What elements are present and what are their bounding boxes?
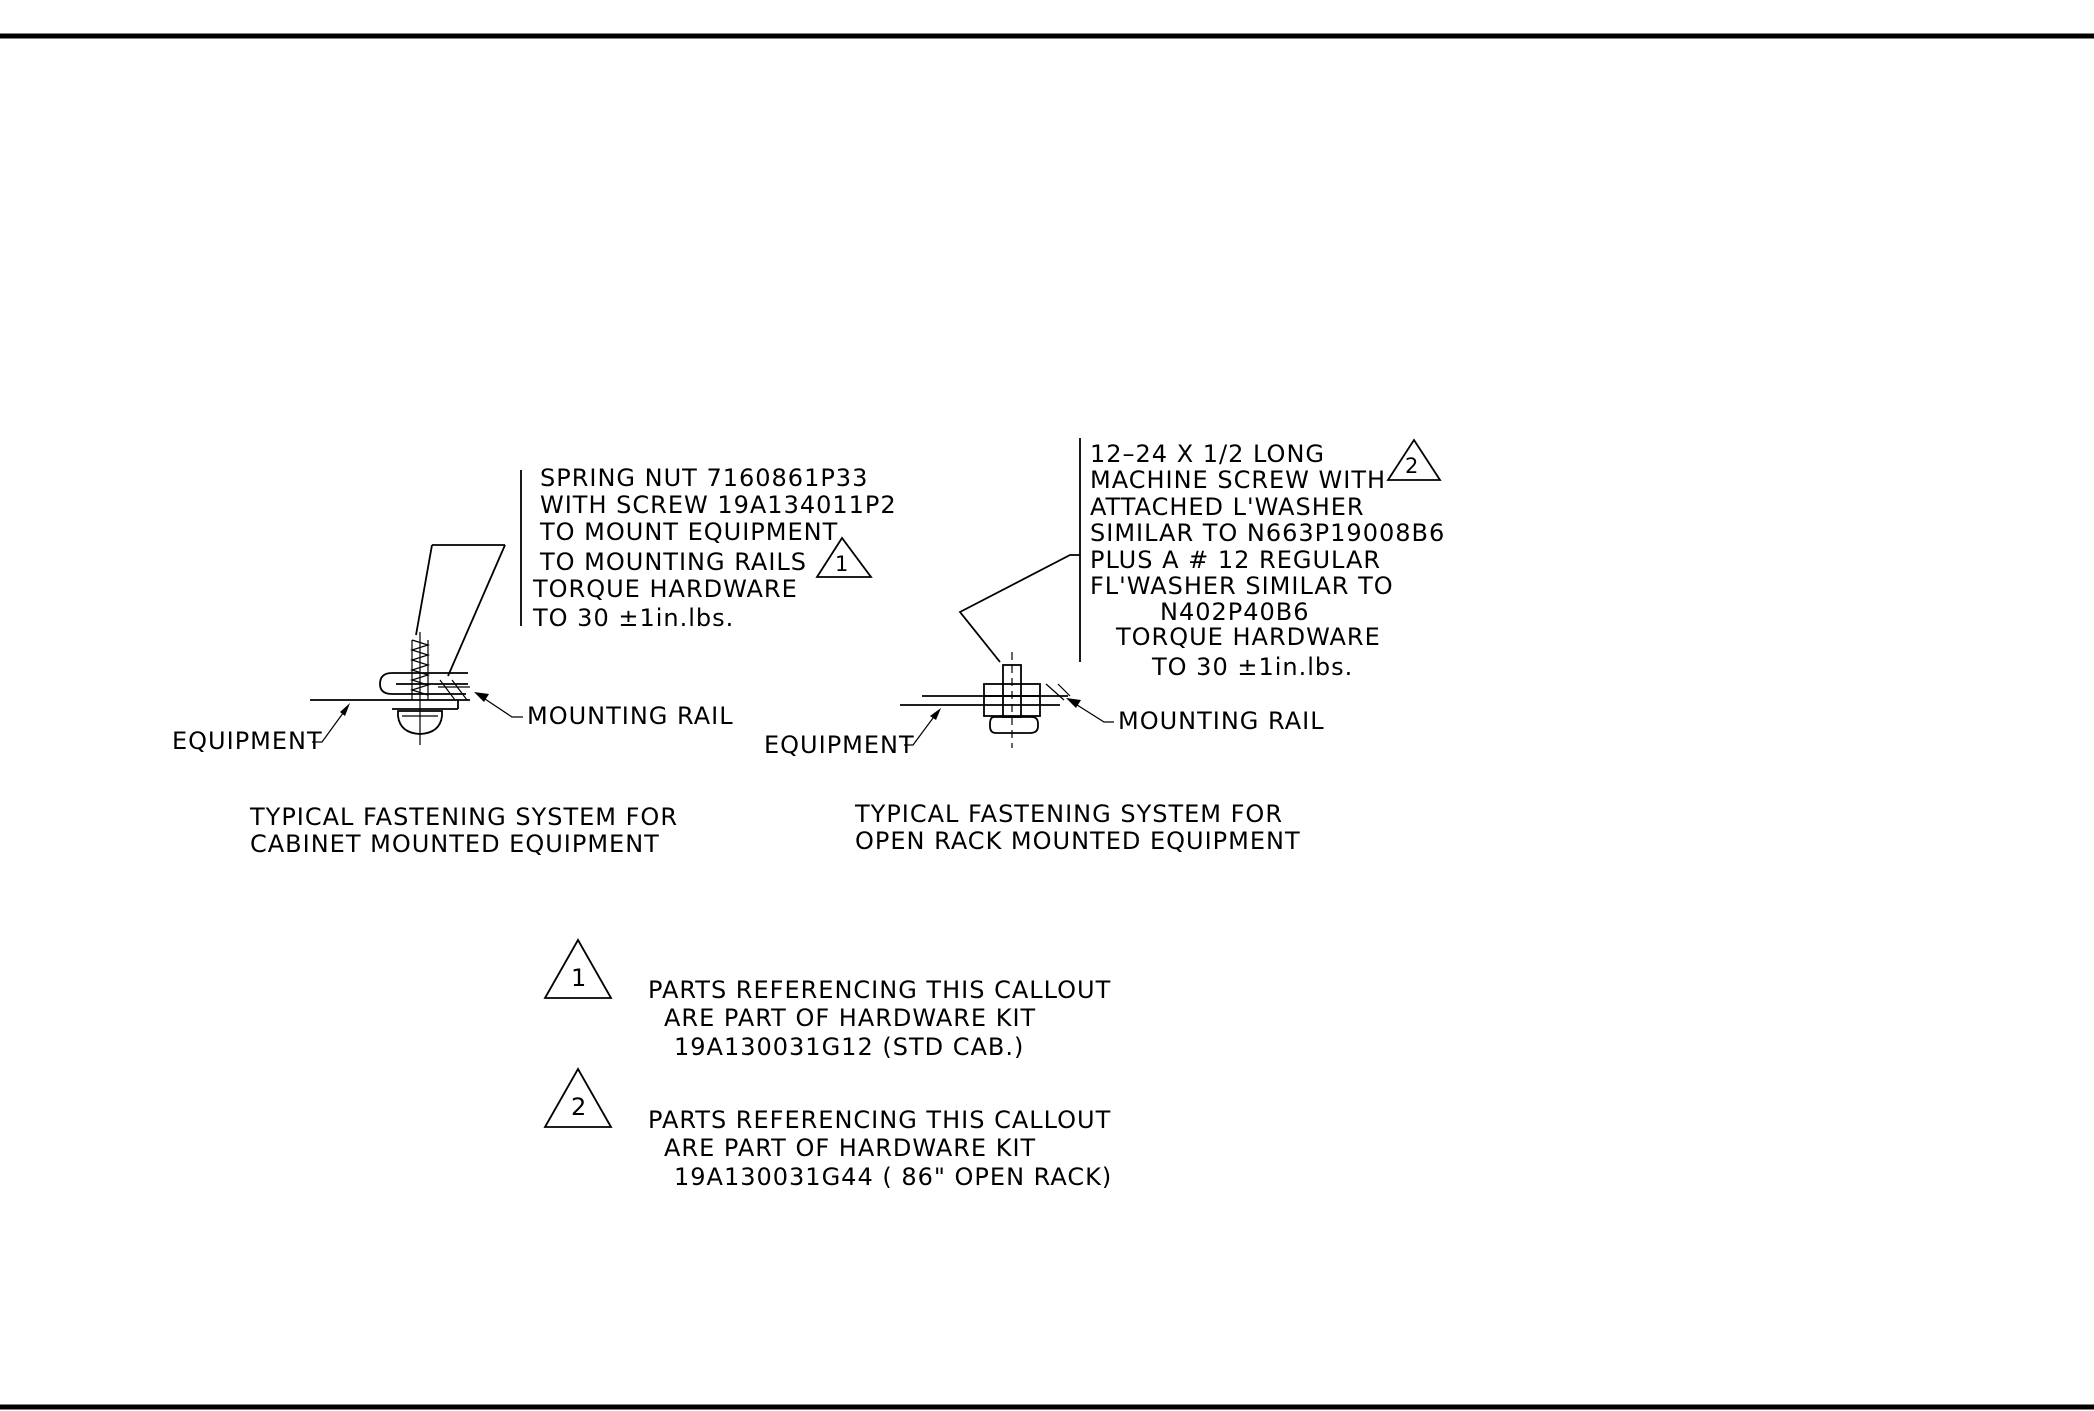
cabinet-callout-line-5: TORQUE HARDWARE xyxy=(532,575,798,603)
cabinet-leader-left xyxy=(415,544,433,636)
note-2: 2 PARTS REFERENCING THIS CALLOUT ARE PAR… xyxy=(543,1067,1112,1191)
open-rack-screw-head-icon xyxy=(989,716,1039,734)
note-1-line-2: ARE PART OF HARDWARE KIT xyxy=(664,1004,1036,1032)
note-2-line-2: ARE PART OF HARDWARE KIT xyxy=(664,1134,1036,1162)
open-rack-caption-line-2: OPEN RACK MOUNTED EQUIPMENT xyxy=(855,827,1301,855)
open-rack-callout-line-8: TORQUE HARDWARE xyxy=(1115,623,1381,651)
note-1: 1 PARTS REFERENCING THIS CALLOUT ARE PAR… xyxy=(543,938,1111,1061)
open-rack-washer-icon xyxy=(983,683,1071,717)
cabinet-callout-line-4: TO MOUNTING RAILS xyxy=(539,548,807,576)
cabinet-screw-head-icon xyxy=(397,710,443,735)
open-rack-callout-line-1: 12–24 X 1/2 LONG xyxy=(1090,440,1325,468)
cabinet-caption-line-2: CABINET MOUNTED EQUIPMENT xyxy=(250,830,660,858)
open-rack-revision-number: 2 xyxy=(1405,454,1419,478)
note-2-line-3: 19A130031G44 ( 86" OPEN RACK) xyxy=(674,1163,1112,1191)
open-rack-rail-label: MOUNTING RAIL xyxy=(1118,707,1325,735)
cabinet-leader-right xyxy=(447,544,506,677)
open-rack-leader xyxy=(958,554,1080,663)
open-rack-equipment-label: EQUIPMENT xyxy=(764,731,915,759)
cabinet-detail: SPRING NUT 7160861P33 WITH SCREW 19A1340… xyxy=(172,464,897,858)
cabinet-caption-line-1: TYPICAL FASTENING SYSTEM FOR xyxy=(249,803,678,831)
cabinet-revision-number: 1 xyxy=(835,552,849,576)
open-rack-callout-line-5: PLUS A # 12 REGULAR xyxy=(1090,546,1381,574)
note-1-line-1: PARTS REFERENCING THIS CALLOUT xyxy=(648,976,1111,1004)
cabinet-callout-text: SPRING NUT 7160861P33 WITH SCREW 19A1340… xyxy=(532,464,897,632)
open-rack-revision-triangle: 2 xyxy=(1386,438,1442,481)
note-1-triangle-icon: 1 xyxy=(543,938,613,999)
cabinet-spring-nut-icon xyxy=(379,672,470,701)
cabinet-callout-line-2: WITH SCREW 19A134011P2 xyxy=(540,491,897,519)
note-2-line-1: PARTS REFERENCING THIS CALLOUT xyxy=(648,1106,1111,1134)
note-2-triangle-icon: 2 xyxy=(543,1067,613,1128)
note-1-line-3: 19A130031G12 (STD CAB.) xyxy=(674,1033,1024,1061)
open-rack-callout-text: 12–24 X 1/2 LONG MACHINE SCREW WITH ATTA… xyxy=(1090,440,1445,681)
cabinet-rail-label: MOUNTING RAIL xyxy=(527,702,734,730)
open-rack-callout-line-6: FL'WASHER SIMILAR TO xyxy=(1090,572,1394,600)
open-rack-caption-line-1: TYPICAL FASTENING SYSTEM FOR xyxy=(854,800,1283,828)
open-rack-callout-line-7: N402P40B6 xyxy=(1160,598,1310,626)
cabinet-callout-line-6: TO 30 ±1in.lbs. xyxy=(532,604,734,632)
open-rack-rail-leader xyxy=(1073,702,1114,723)
cabinet-callout-line-1: SPRING NUT 7160861P33 xyxy=(540,464,868,492)
cabinet-callout-line-3: TO MOUNT EQUIPMENT xyxy=(539,518,838,546)
cabinet-equipment-label: EQUIPMENT xyxy=(172,727,323,755)
open-rack-detail: 12–24 X 1/2 LONG MACHINE SCREW WITH ATTA… xyxy=(764,438,1445,855)
cabinet-screw-icon xyxy=(409,632,431,745)
note-1-number: 1 xyxy=(571,964,587,992)
open-rack-callout-line-2: MACHINE SCREW WITH xyxy=(1090,466,1386,494)
open-rack-callout-line-9: TO 30 ±1in.lbs. xyxy=(1151,653,1353,681)
open-rack-equipment-leader xyxy=(904,713,937,746)
open-rack-callout-line-3: ATTACHED L'WASHER xyxy=(1090,493,1365,521)
open-rack-callout-line-4: SIMILAR TO N663P19008B6 xyxy=(1090,519,1445,547)
note-2-number: 2 xyxy=(571,1093,587,1121)
cabinet-revision-triangle: 1 xyxy=(815,536,873,578)
cabinet-equipment-leader xyxy=(312,708,347,743)
cabinet-rail-leader xyxy=(481,696,523,718)
